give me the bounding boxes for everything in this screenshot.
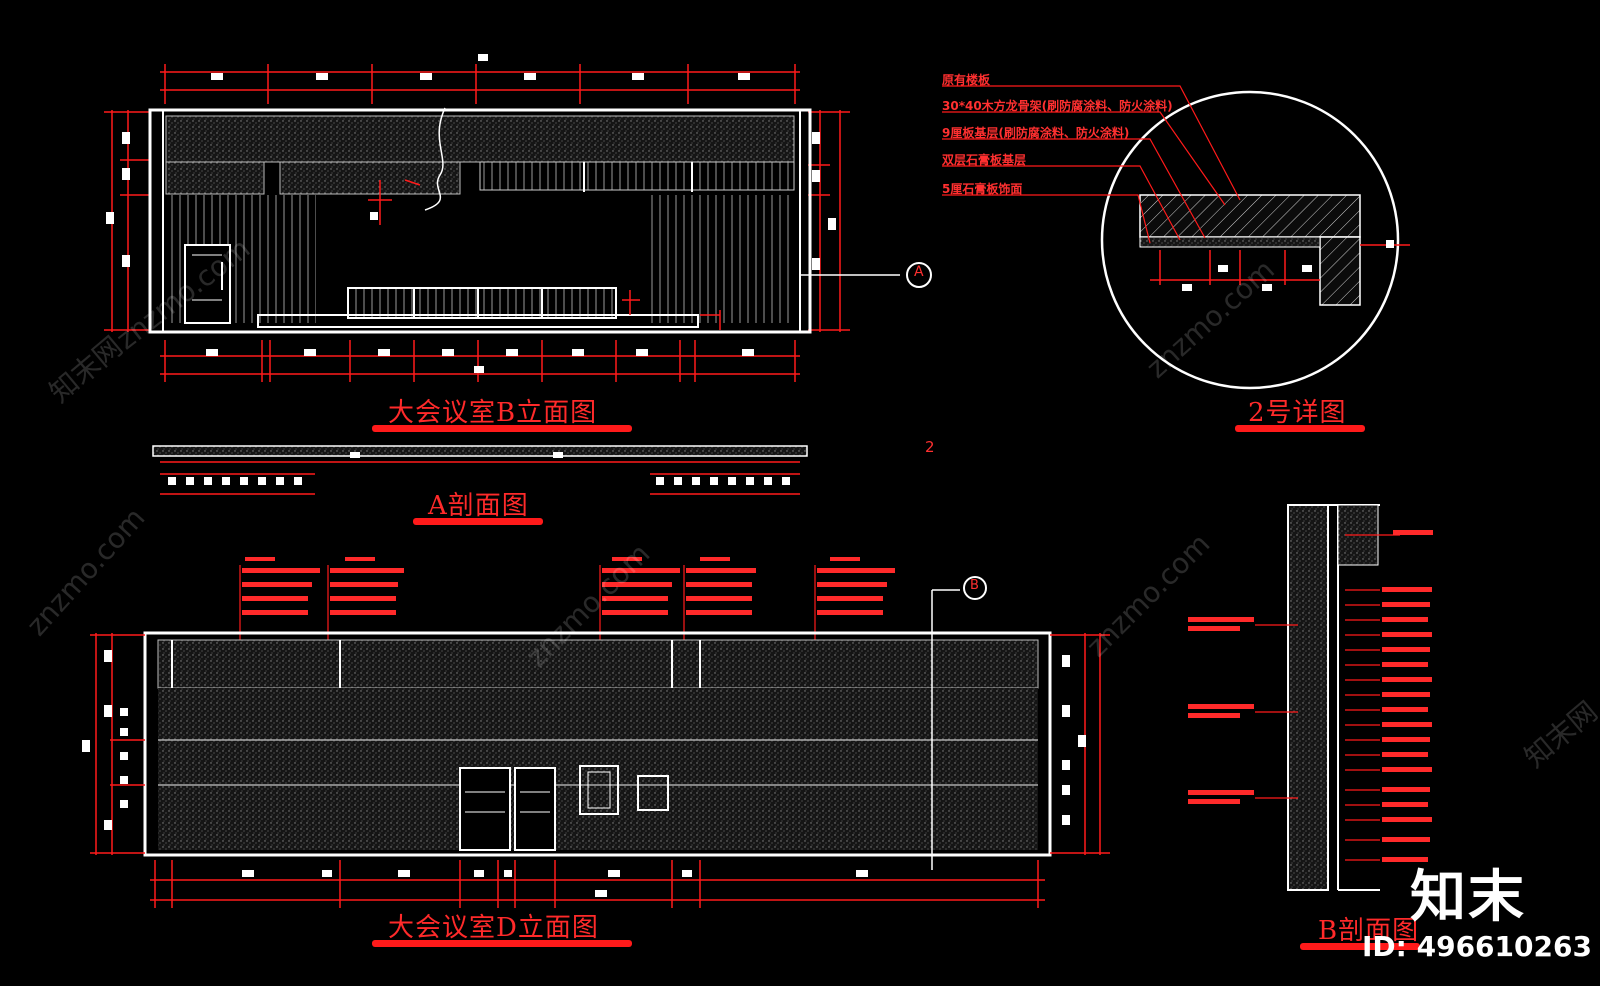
section-b-drawing	[1188, 504, 1433, 891]
section-b-title: B剖面图	[1318, 916, 1420, 946]
brand-logo: 知末	[1410, 865, 1526, 930]
sheet-number-label: 2	[925, 438, 935, 456]
detail-2-note: 9厘板基层(刷防腐涂料、防火涂料)	[942, 126, 1130, 140]
brand-id: ID: 496610263	[1362, 930, 1592, 963]
section-marker-b: B	[970, 578, 979, 593]
section-b-title-underline	[1300, 943, 1420, 950]
elevation-b-drawing	[104, 54, 932, 382]
elevation-d-title: 大会议室D立面图	[388, 913, 599, 943]
elevation-b-title: 大会议室B立面图	[388, 398, 598, 428]
section-a-title-underline	[413, 518, 543, 525]
detail-2-title: 2号详图	[1248, 398, 1347, 428]
detail-2-title-underline	[1235, 425, 1365, 432]
detail-2-note: 30*40木方龙骨架(刷防腐涂料、防火涂料)	[942, 99, 1173, 113]
elevation-d-title-underline	[372, 940, 632, 947]
elevation-d-drawing	[82, 557, 1110, 908]
detail-2-note: 原有楼板	[942, 73, 991, 87]
elevation-b-title-underline	[372, 425, 632, 432]
section-a-drawing	[152, 445, 808, 495]
detail-2-note: 5厘石膏板饰面	[942, 182, 1023, 196]
section-a-title: A剖面图	[428, 491, 529, 521]
section-marker-a: A	[914, 264, 924, 280]
detail-2-note: 双层石膏板基层	[942, 153, 1027, 167]
detail-2-drawing	[942, 85, 1410, 390]
